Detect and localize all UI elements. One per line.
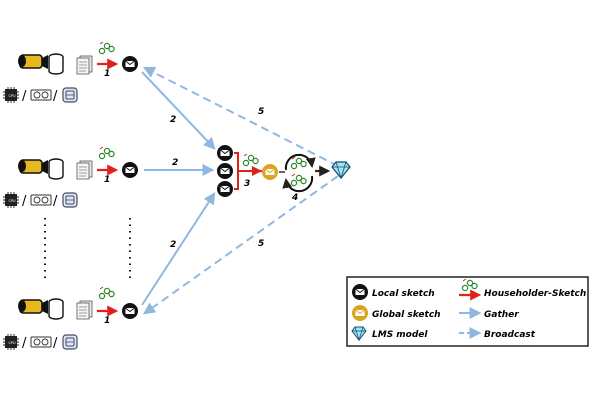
slash: / xyxy=(22,194,27,209)
slash: / xyxy=(22,89,27,104)
local-sketch-icon xyxy=(351,283,369,301)
step-label-3: 3 xyxy=(244,179,250,189)
legend-gather: Gather xyxy=(484,310,519,320)
step-label-2: 2 xyxy=(172,158,178,168)
document-stack-icon xyxy=(76,300,93,320)
legend-householder-sketch: Householder-Sketch xyxy=(484,289,586,299)
householder-icon xyxy=(242,153,259,167)
local-sketch-icon xyxy=(216,180,234,198)
camera-icon xyxy=(17,54,49,70)
local-sketch-icon xyxy=(216,144,234,162)
client-row-3: 1 CPU / / xyxy=(2,286,139,351)
local-sketch-icon xyxy=(121,302,139,320)
loop-arrow xyxy=(282,175,314,193)
gpu-icon xyxy=(30,336,52,348)
householder-icon xyxy=(290,156,307,170)
camera-icon xyxy=(17,299,49,315)
step-label-2: 2 xyxy=(170,115,176,125)
householder-icon xyxy=(98,41,115,55)
server-aggregation: 3 4 xyxy=(216,144,351,203)
cpu-label: CPU xyxy=(9,94,17,98)
gpu-icon xyxy=(30,89,52,101)
tpu-icon xyxy=(62,87,78,103)
slash: / xyxy=(22,336,27,351)
legend-global-sketch: Global sketch xyxy=(372,310,441,320)
local-sketch-icon xyxy=(121,161,139,179)
step-label-4: 4 xyxy=(291,193,298,203)
legend-local-sketch: Local sketch xyxy=(372,289,435,299)
local-sketch-icon xyxy=(121,55,139,73)
broadcast-arrow xyxy=(142,66,339,167)
legend-broadcast: Broadcast xyxy=(484,330,536,340)
householder-icon xyxy=(98,146,115,160)
householder-icon xyxy=(98,286,115,300)
broadcast-arrow xyxy=(143,175,339,315)
loop-arrow xyxy=(284,153,316,171)
global-sketch-icon xyxy=(351,304,369,322)
diamond-icon xyxy=(331,161,351,180)
householder-icon xyxy=(290,173,307,187)
client-row-1: 1 CPU / / xyxy=(2,41,139,104)
slash: / xyxy=(53,89,58,104)
step-label-1: 1 xyxy=(104,316,110,326)
diamond-icon xyxy=(351,326,367,342)
legend-lms-model: LMS model xyxy=(372,330,428,340)
cpu-label: CPU xyxy=(9,199,17,203)
gpu-icon xyxy=(30,194,52,206)
gather-arrow xyxy=(141,191,216,306)
step-label-1: 1 xyxy=(104,175,110,185)
document-stack-icon xyxy=(76,160,93,180)
client-row-2: 1 CPU / / xyxy=(2,146,139,209)
slash: / xyxy=(53,336,58,351)
database-icon xyxy=(48,53,64,75)
database-icon xyxy=(48,298,64,320)
tpu-icon xyxy=(62,192,78,208)
step-label-2: 2 xyxy=(170,240,176,250)
camera-icon xyxy=(17,159,49,175)
step-label-5: 5 xyxy=(258,239,264,249)
gather-arrow xyxy=(141,71,216,150)
cpu-label: CPU xyxy=(9,341,17,345)
local-sketch-icon xyxy=(216,162,234,180)
step-label-5: 5 xyxy=(258,107,264,117)
document-stack-icon xyxy=(76,55,93,75)
slash: / xyxy=(53,194,58,209)
step-label-1: 1 xyxy=(104,69,110,79)
global-sketch-icon xyxy=(261,163,279,181)
database-icon xyxy=(48,158,64,180)
legend: Local sketch Global sketch LMS model Hou… xyxy=(346,276,589,347)
tpu-icon xyxy=(62,334,78,350)
